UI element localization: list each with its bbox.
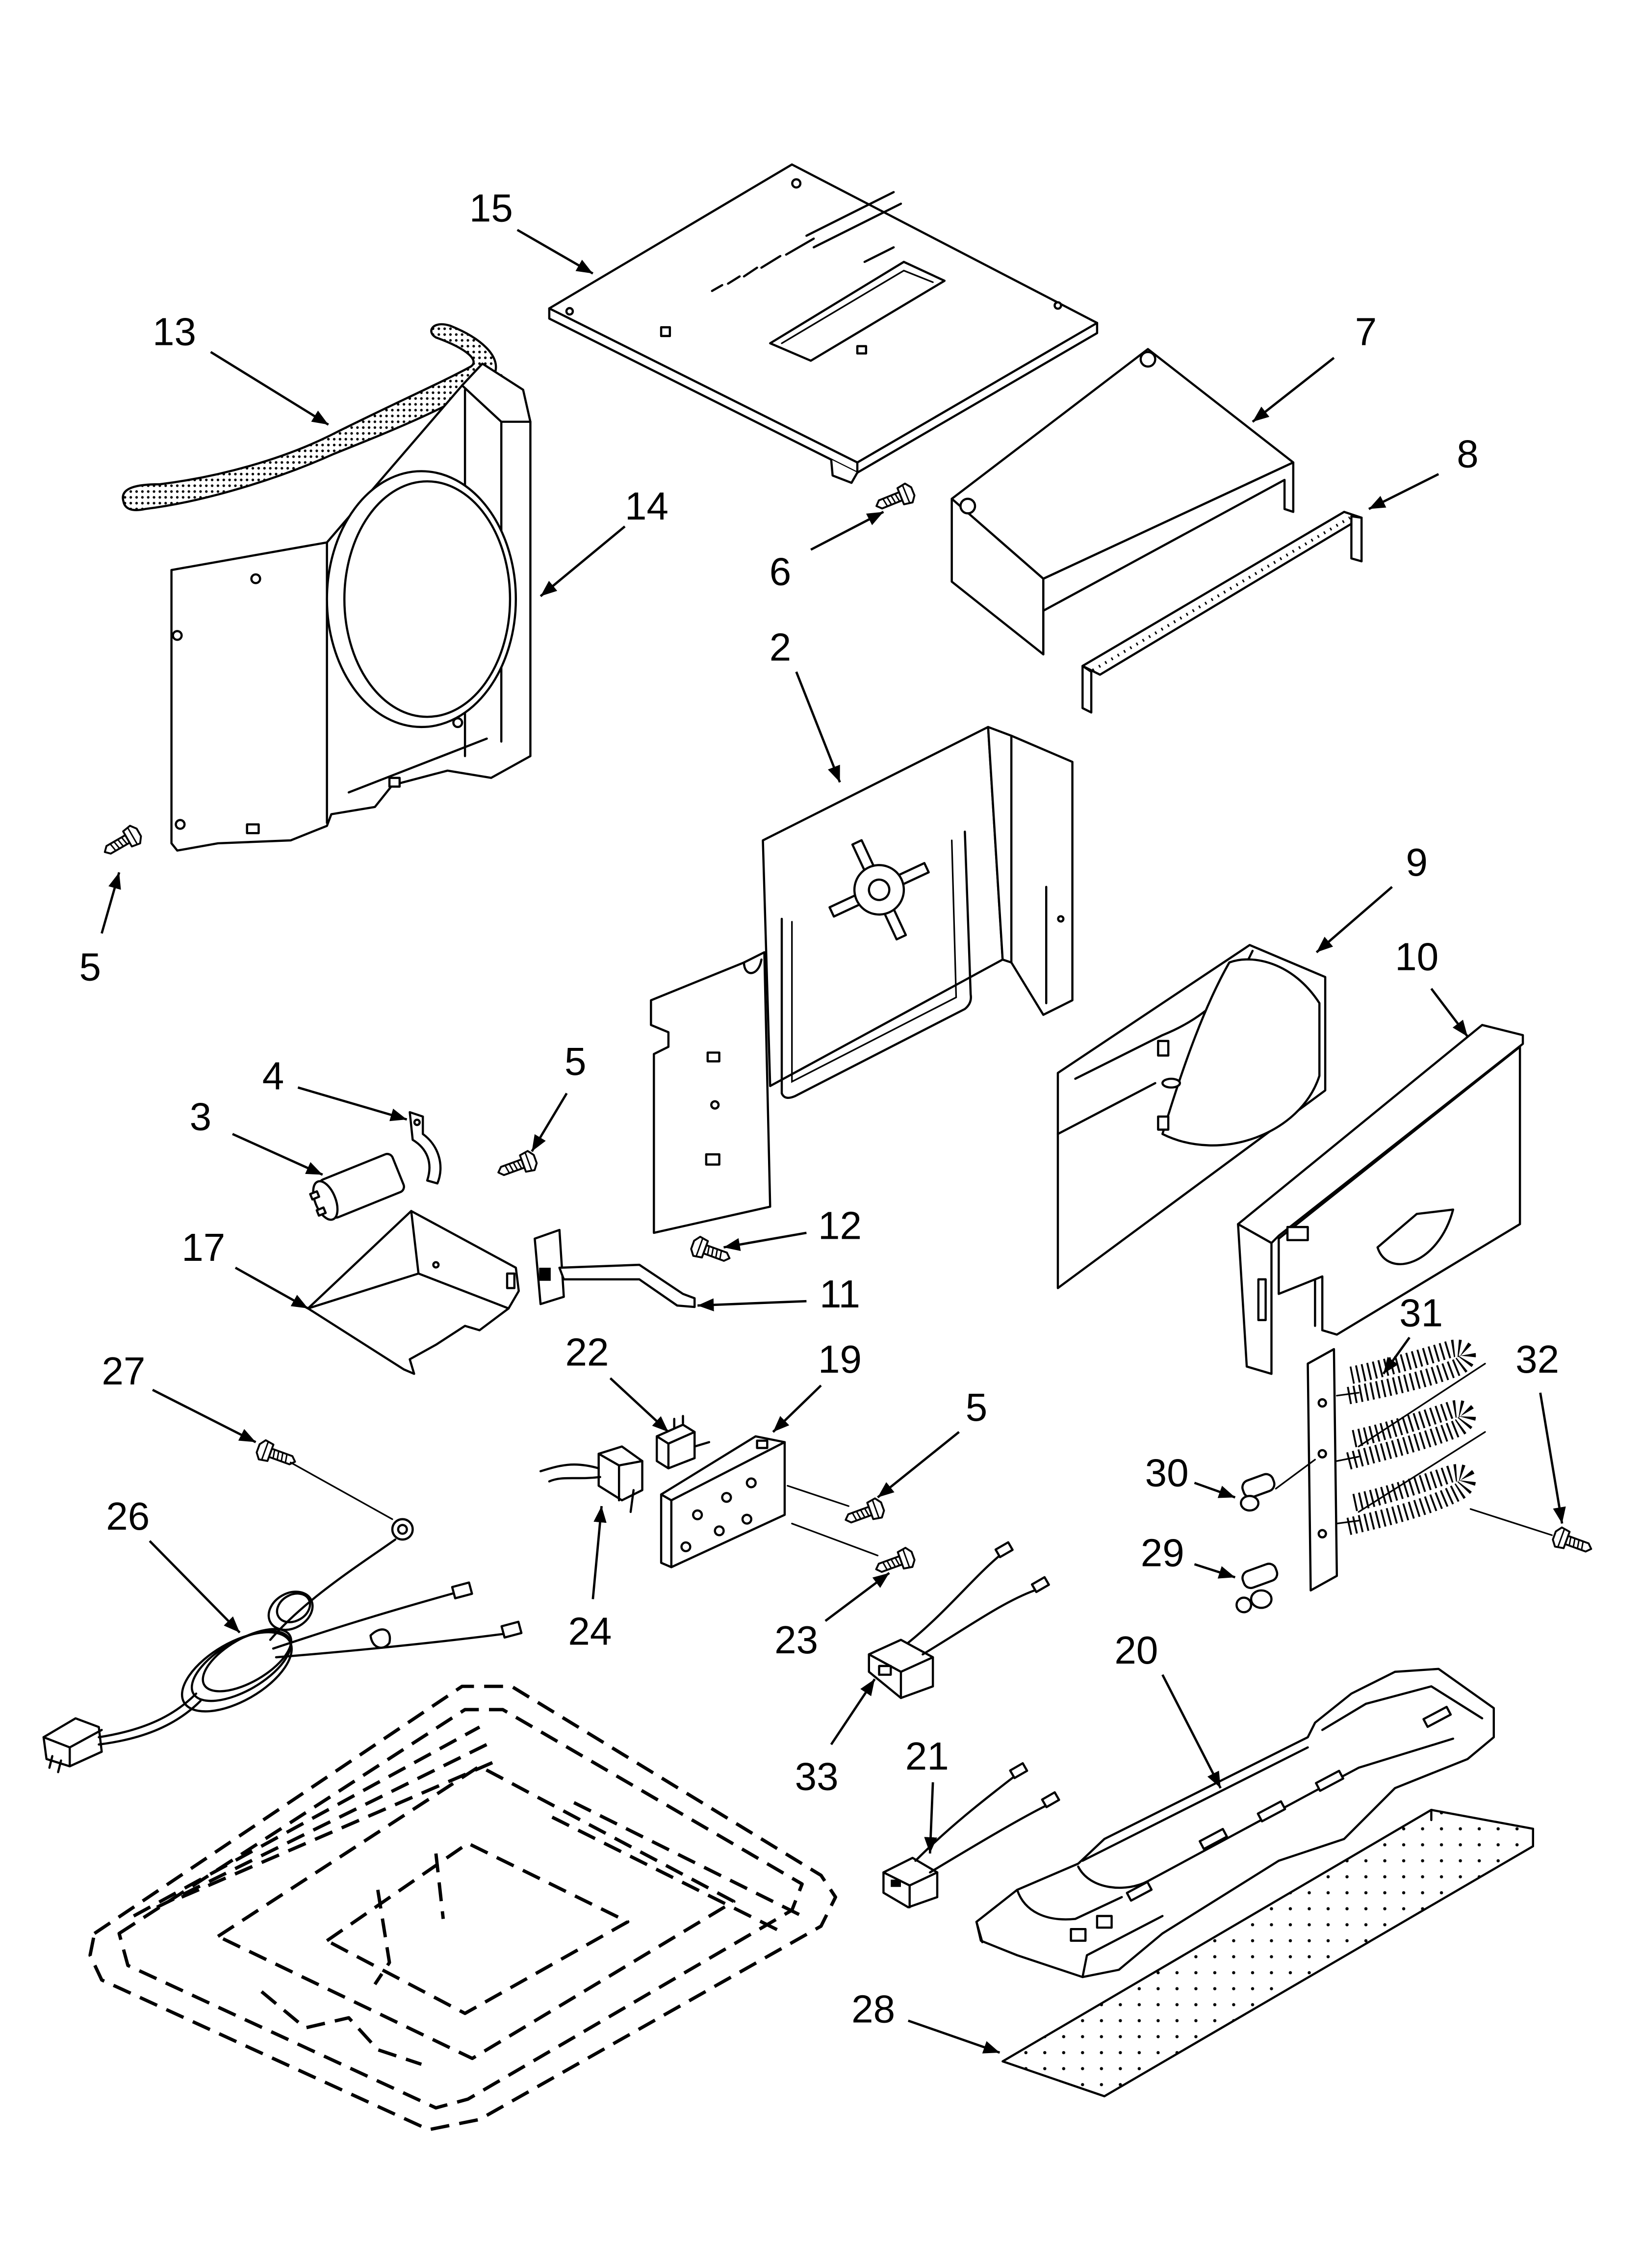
callout-arrows [101, 229, 1566, 2054]
base-pan-outline [88, 1684, 838, 2132]
switch-22 [655, 1415, 711, 1470]
callout-21: 21 [905, 1734, 949, 1778]
arrow-12 [723, 1231, 807, 1251]
screw-23 [872, 1545, 918, 1580]
callout-33: 33 [795, 1755, 839, 1799]
clip-29 [1235, 1563, 1279, 1614]
arrow-11 [697, 1298, 807, 1312]
screw-5-middle [494, 1148, 540, 1183]
callout-20: 20 [1114, 1628, 1158, 1672]
callout-26: 26 [106, 1494, 150, 1538]
callout-3: 3 [190, 1095, 211, 1138]
screw-5-left [99, 822, 145, 862]
callout-28: 28 [851, 1987, 895, 2031]
top-panel [548, 163, 1099, 484]
screw-6 [872, 481, 918, 517]
wire-connector-21 [882, 1762, 1060, 1908]
screw-5-right [841, 1496, 887, 1531]
assembly-lines [787, 1485, 1553, 1557]
blower-housing [1056, 944, 1327, 1289]
callout-23: 23 [774, 1618, 818, 1662]
arrow-29 [1194, 1563, 1236, 1579]
callout-12: 12 [818, 1204, 862, 1248]
callout-10: 10 [1395, 935, 1438, 979]
callout-11: 11 [820, 1272, 860, 1316]
bracket-rail [1237, 1024, 1524, 1375]
arrow-7 [1252, 357, 1335, 423]
heater-element [1307, 1339, 1486, 1592]
filter-mesh [1001, 1808, 1535, 2098]
screw-32 [1550, 1525, 1596, 1560]
arrow-17 [234, 1267, 309, 1310]
arrow-10 [1430, 988, 1469, 1038]
callout-29: 29 [1141, 1531, 1184, 1574]
arrow-28 [907, 2019, 1001, 2054]
arrow-13 [210, 351, 329, 426]
callout-labels: 15 13 7 14 8 6 2 5 9 10 4 5 3 17 12 11 2… [79, 186, 1559, 2031]
arrow-9 [1315, 886, 1393, 953]
arrow-15 [516, 229, 594, 275]
arrow-6 [810, 511, 884, 551]
control-mounting-plate [660, 1435, 786, 1568]
clip-30 [1240, 1459, 1316, 1512]
callout-31: 31 [1399, 1291, 1443, 1334]
callout-13: 13 [153, 310, 196, 354]
arrow-8 [1368, 473, 1439, 510]
arrow-24 [591, 1506, 607, 1599]
callout-8: 8 [1457, 432, 1478, 475]
seal-strip [1081, 511, 1363, 714]
arrow-22 [609, 1377, 669, 1433]
wire-connector-33 [868, 1541, 1050, 1699]
callout-5-left: 5 [79, 945, 101, 989]
callout-22: 22 [565, 1330, 609, 1374]
switch-24 [539, 1445, 643, 1513]
ground-screw-27 [254, 1437, 414, 1541]
callout-14: 14 [625, 484, 668, 528]
callout-17: 17 [181, 1225, 225, 1269]
capacitor [309, 1152, 405, 1221]
callout-32: 32 [1515, 1337, 1559, 1381]
callout-27: 27 [102, 1349, 145, 1393]
arrow-5-right [877, 1431, 960, 1499]
callout-7: 7 [1355, 310, 1377, 354]
arrow-4 [297, 1086, 408, 1121]
arrow-31 [1382, 1336, 1411, 1375]
arrow-21 [924, 1782, 937, 1854]
screw-12 [688, 1234, 734, 1269]
arrow-2 [795, 671, 841, 783]
arrow-3 [232, 1133, 323, 1176]
power-cord [42, 1538, 523, 1773]
capacitor-bracket [307, 1210, 520, 1375]
partition-panel [650, 726, 1074, 1234]
drain-pan [975, 1668, 1495, 1979]
arrow-5-middle [531, 1093, 568, 1152]
arrow-30 [1194, 1482, 1236, 1499]
callout-2: 2 [770, 625, 791, 669]
arrow-19 [772, 1384, 822, 1433]
bracket-arm [534, 1228, 696, 1308]
arrow-14 [539, 525, 626, 598]
callout-30: 30 [1145, 1451, 1189, 1494]
arrow-26 [149, 1540, 241, 1634]
callout-9: 9 [1406, 840, 1428, 884]
cover-box [950, 348, 1295, 655]
arrow-27 [152, 1388, 257, 1443]
callout-5-right: 5 [966, 1385, 987, 1429]
callout-19: 19 [818, 1337, 862, 1381]
arrow-20 [1161, 1674, 1222, 1789]
callout-5-middle: 5 [564, 1040, 586, 1083]
callout-6: 6 [770, 549, 791, 593]
callout-24: 24 [568, 1609, 612, 1653]
gasket-strip [122, 323, 497, 511]
arrow-5-left [101, 872, 121, 934]
arrow-32 [1539, 1392, 1566, 1524]
arrow-23 [824, 1572, 890, 1622]
capacitor-strap [409, 1111, 442, 1185]
callout-4: 4 [262, 1054, 284, 1097]
callout-15: 15 [469, 186, 513, 230]
arrow-33 [830, 1678, 876, 1746]
fan-shroud [170, 362, 532, 852]
